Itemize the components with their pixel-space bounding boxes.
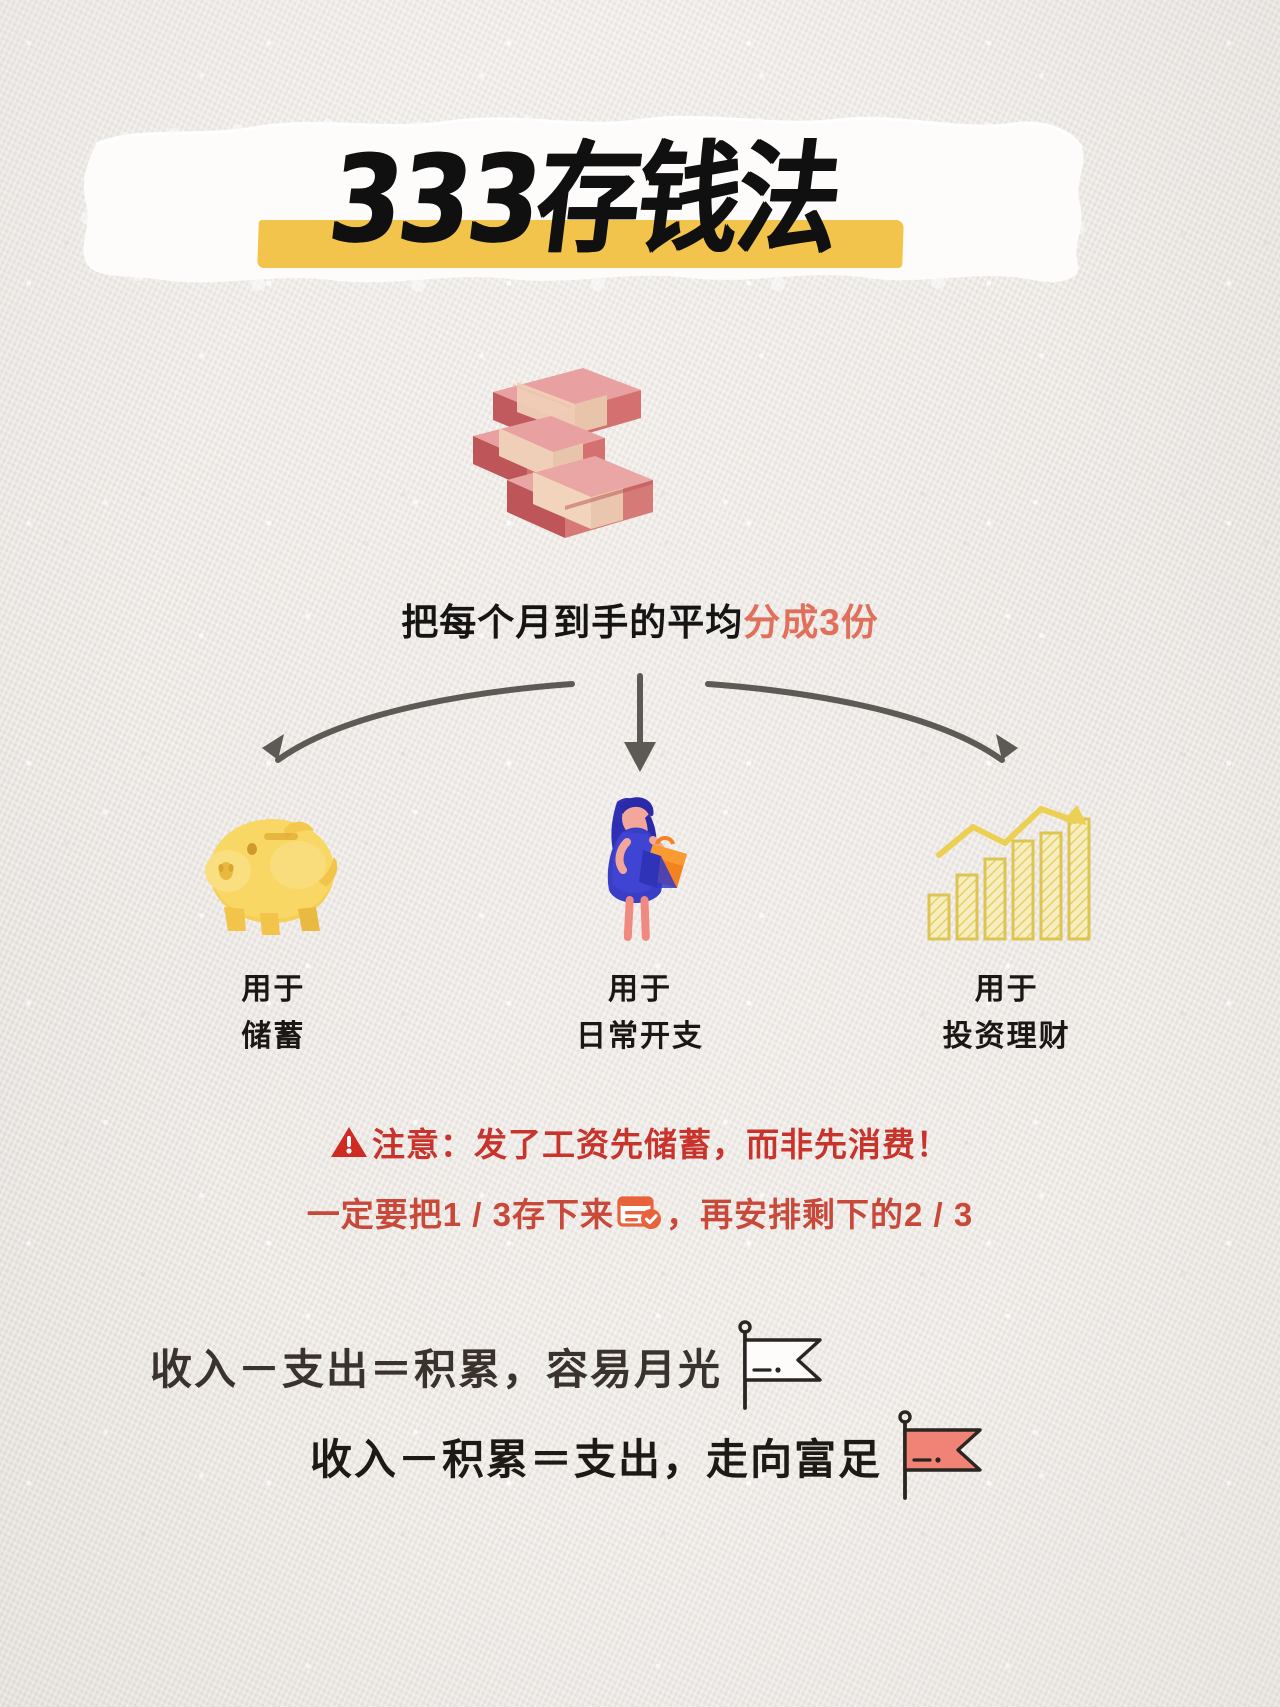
formula-2-text: 收入－积累＝支出，走向富足 [310, 1436, 883, 1483]
arrow-middle-head [624, 742, 656, 772]
warning-block: 注意：发了工资先储蓄，而非先消费！ 一定要把1 / 3存下来 ，再安排剩下的2 … [0, 1118, 1280, 1236]
warning-line-2-after: ，再安排剩下的2 / 3 [666, 1196, 974, 1233]
formula-row-2: 收入－积累＝支出，走向富足 [310, 1408, 1030, 1505]
categories-row: 用于 储蓄 [90, 790, 1190, 1060]
category-daily-label-line2: 日常开支 [576, 1019, 704, 1053]
warning-line-2-before: 一定要把1 / 3存下来 [306, 1196, 614, 1233]
arrow-left-head [262, 734, 284, 760]
category-savings-label: 用于 储蓄 [241, 967, 305, 1060]
category-investing[interactable]: 用于 投资理财 [823, 790, 1190, 1060]
category-daily-spending-label: 用于 日常开支 [576, 967, 704, 1060]
piggy-bank-icon [188, 790, 358, 949]
category-daily-label-line1: 用于 [608, 973, 672, 1006]
arrow-right-head [996, 734, 1018, 760]
formula-row-1: 收入－支出＝积累，容易月光 [150, 1318, 870, 1415]
category-investing-label-line2: 投资理财 [942, 1019, 1071, 1053]
outline-flag-icon [736, 1318, 826, 1415]
money-stacks-icon [455, 348, 685, 563]
intro-headline: 把每个月到手的平均分成3份 [0, 592, 1280, 646]
category-investing-label-line1: 用于 [974, 973, 1039, 1006]
shopping-woman-icon [565, 784, 715, 949]
warning-line-1: 注意：发了工资先储蓄，而非先消费！ [0, 1118, 1280, 1166]
filled-flag-icon [896, 1408, 986, 1505]
intro-headline-accent: 分成3份 [743, 602, 879, 643]
page-title-container: 333存钱法 [78, 108, 1088, 293]
category-savings-label-line2: 储蓄 [241, 1019, 306, 1053]
checklist-card-icon [617, 1194, 663, 1230]
arrow-right-path [705, 681, 1005, 763]
warning-triangle-icon [330, 1125, 368, 1159]
formula-1-text: 收入－支出＝积累，容易月光 [150, 1346, 723, 1393]
arrow-left-path [275, 681, 575, 763]
split-arrows [200, 668, 1080, 793]
growth-bar-chart-icon [917, 790, 1097, 949]
page-title: 333存钱法 [320, 129, 846, 271]
category-investing-label: 用于 投资理财 [943, 967, 1071, 1060]
category-daily-spending[interactable]: 用于 日常开支 [457, 790, 824, 1060]
category-savings[interactable]: 用于 储蓄 [90, 790, 457, 1060]
warning-line-1-text: 注意：发了工资先储蓄，而非先消费！ [372, 1126, 950, 1163]
intro-headline-black: 把每个月到手的平均 [401, 602, 744, 643]
category-savings-label-line1: 用于 [241, 973, 306, 1006]
warning-line-2: 一定要把1 / 3存下来 ，再安排剩下的2 / 3 [0, 1188, 1280, 1236]
